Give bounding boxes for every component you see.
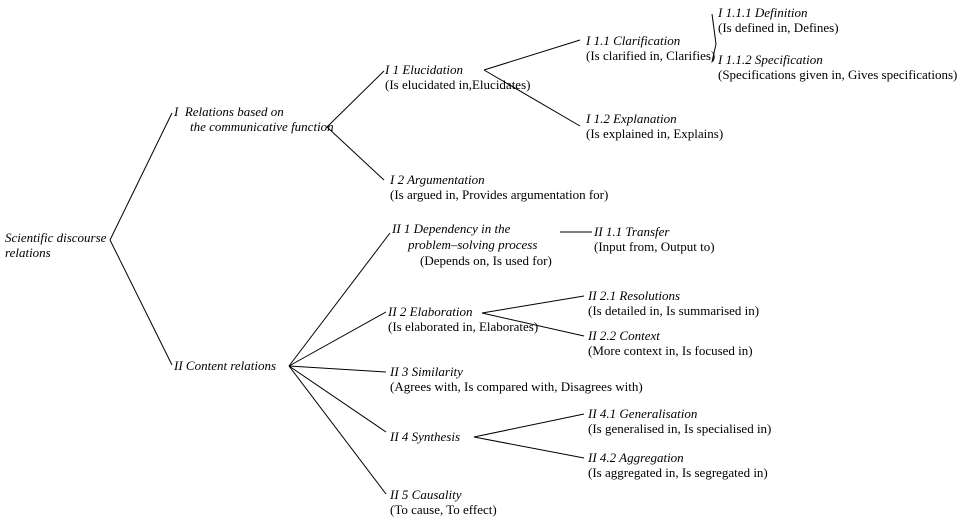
node-II5-relations: (To cause, To effect) [390,502,497,517]
node-II42-aggregation[interactable]: II 4.2 Aggregation (Is aggregated in, Is… [588,450,768,480]
edge-root-to-II [109,239,173,366]
edge-II-to-II5 [288,365,387,495]
node-I111-name: I 1.1.1 Definition [718,5,808,20]
node-II2-relations: (Is elaborated in, Elaborates) [388,319,539,334]
node-I11-clarification[interactable]: I 1.1 Clarification (Is clarified in, Cl… [586,33,715,63]
node-II4-name: II 4 Synthesis [390,429,461,444]
node-II2-name: II 2 Elaboration [388,304,473,319]
node-II3-similarity[interactable]: II 3 Similarity (Agrees with, Is compare… [390,364,643,394]
node-II11-name: II 1.1 Transfer [594,224,670,239]
edge-root-to-I [109,112,173,241]
node-I112-specification[interactable]: I 1.1.2 Specification (Specifications gi… [718,52,957,82]
node-I112-name: I 1.1.2 Specification [718,52,823,67]
node-II11-transfer[interactable]: II 1.1 Transfer (Input from, Output to) [594,224,715,254]
node-I2-relations: (Is argued in, Provides argumentation fo… [390,187,609,202]
node-root[interactable]: Scientific discourse relations [5,230,106,260]
node-II22-context[interactable]: II 2.2 Context (More context in, Is focu… [588,328,753,358]
node-II1-line2: problem–solving process [408,237,538,252]
edge-II-to-II3 [288,365,387,373]
node-I112-relations: (Specifications given in, Gives specific… [718,67,958,82]
node-I-number-and-line1: I Relations based on [174,104,284,119]
node-I11-relations: (Is clarified in, Clarifies) [586,48,716,63]
node-II4-synthesis[interactable]: II 4 Synthesis [390,429,460,444]
root-label-line2: relations [5,245,51,260]
node-I-line2: the communicative function [190,119,334,134]
node-II2-elaboration[interactable]: II 2 Elaboration (Is elaborated in, Elab… [388,304,538,334]
node-II21-relations: (Is detailed in, Is summarised in) [588,303,760,318]
root-label-line1: Scientific discourse [5,230,107,245]
node-II22-relations: (More context in, Is focused in) [588,343,753,358]
node-II41-generalisation[interactable]: II 4.1 Generalisation (Is generalised in… [588,406,771,436]
node-II5-name: II 5 Causality [390,487,462,502]
node-I11-name: I 1.1 Clarification [586,33,681,48]
node-II1-dependency[interactable]: II 1 Dependency in the problem–solving p… [392,221,552,268]
node-I111-relations: (Is defined in, Defines) [718,20,839,35]
node-I1-elucidation[interactable]: I 1 Elucidation (Is elucidated in,Elucid… [385,62,530,92]
node-II21-name: II 2.1 Resolutions [588,288,681,303]
edge-II4-to-II42 [473,436,585,459]
node-I111-definition[interactable]: I 1.1.1 Definition (Is defined in, Defin… [718,5,839,35]
node-I2-argumentation[interactable]: I 2 Argumentation (Is argued in, Provide… [390,172,608,202]
node-I2-name: I 2 Argumentation [390,172,485,187]
node-II-name: II Content relations [174,358,277,373]
node-II41-relations: (Is generalised in, Is specialised in) [588,421,772,436]
node-I1-relations: (Is elucidated in,Elucidates) [385,77,531,92]
node-II42-relations: (Is aggregated in, Is segregated in) [588,465,768,480]
node-II41-name: II 4.1 Generalisation [588,406,698,421]
node-II1-relations: (Depends on, Is used for) [420,253,552,268]
node-II-content-relations[interactable]: II Content relations [174,358,276,373]
edge-II4-to-II41 [473,413,585,438]
node-II21-resolutions[interactable]: II 2.1 Resolutions (Is detailed in, Is s… [588,288,759,318]
edge-II-to-II4 [288,365,387,433]
edge-II-to-II2 [288,311,387,367]
edge-I-to-I1 [326,70,385,128]
node-I[interactable]: I Relations based on the communicative f… [174,104,334,134]
node-II5-causality[interactable]: II 5 Causality (To cause, To effect) [390,487,497,517]
node-I12-explanation[interactable]: I 1.2 Explanation (Is explained in, Expl… [586,111,723,141]
edge-I-to-I2 [326,126,385,181]
node-I12-name: I 1.2 Explanation [586,111,677,126]
node-II3-name: II 3 Similarity [390,364,463,379]
node-I12-relations: (Is explained in, Explains) [586,126,724,141]
node-II3-relations: (Agrees with, Is compared with, Disagree… [390,379,643,394]
node-II11-relations: (Input from, Output to) [594,239,715,254]
node-II42-name: II 4.2 Aggregation [588,450,684,465]
edge-II-to-II1 [288,232,391,367]
node-I1-name: I 1 Elucidation [385,62,463,77]
node-II22-name: II 2.2 Context [588,328,660,343]
node-II1-number-and-line1: II 1 Dependency in the [392,221,511,236]
